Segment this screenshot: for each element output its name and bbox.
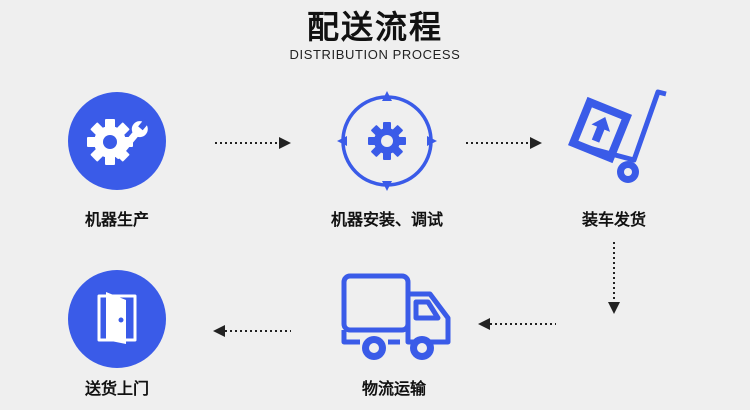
arrow-right-1 <box>215 135 293 154</box>
door-icon <box>68 270 166 372</box>
arrow-left-1 <box>476 316 556 335</box>
step-label-production: 机器生产 <box>84 210 149 229</box>
step-label-loading: 装车发货 <box>581 210 646 229</box>
step-label-transport: 物流运输 <box>361 379 426 398</box>
page-title: 配送流程 <box>306 8 443 46</box>
arrow-left-2 <box>211 323 291 342</box>
gear-compass-icon <box>336 90 438 196</box>
arrow-right-2 <box>466 135 544 154</box>
step-label-install: 机器安装、调试 <box>330 210 443 229</box>
arrow-down <box>607 242 621 320</box>
truck-icon <box>338 268 456 372</box>
step-label-delivery: 送货上门 <box>84 379 149 398</box>
hand-truck-icon <box>562 86 672 194</box>
gear-wrench-icon <box>68 92 166 194</box>
page-subtitle: DISTRIBUTION PROCESS <box>289 47 461 62</box>
